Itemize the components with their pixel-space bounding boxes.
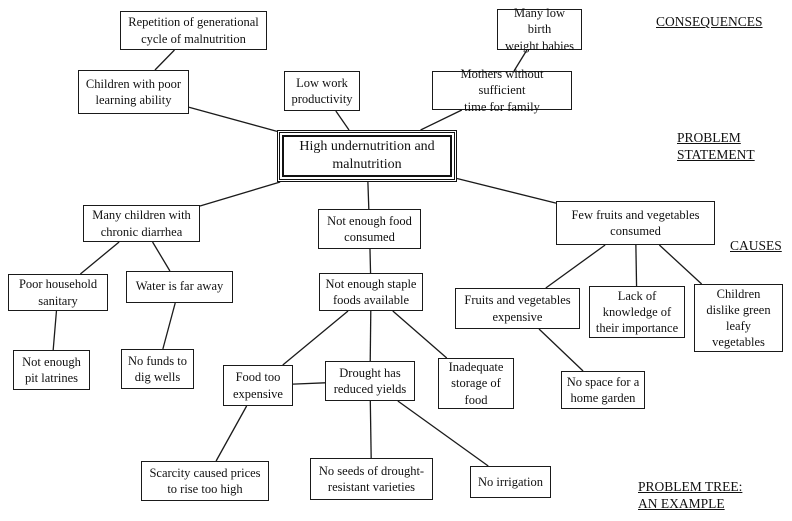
node-label: Fruits and vegetables expensive (464, 293, 571, 324)
node-label: Poor household sanitary (18, 277, 98, 308)
connector-drought-to-no-seeds (369, 400, 372, 459)
connector-chronic-diarrhea-to-water-far (152, 241, 171, 272)
node-label: High undernutrition and malnutrition (299, 138, 435, 172)
connector-poor-learning-to-core-problem (188, 106, 278, 132)
node-label: No space for a home garden (566, 374, 640, 405)
connector-core-problem-to-not-enough-food (367, 181, 370, 210)
node-low-birth-weight: Many low birth weight babies (497, 6, 582, 53)
node-label: Not enough staple foods available (325, 276, 417, 307)
node-storage: Inadequate storage of food (438, 358, 514, 409)
connector-food-expensive-to-scarcity-prices (215, 405, 248, 462)
node-no-funds-wells: No funds to dig wells (121, 349, 194, 389)
node-label: Drought has reduced yields (333, 365, 407, 396)
node-label: Few fruits and vegetables consumed (571, 207, 700, 238)
node-poor-learning: Children with poor learning ability (78, 70, 189, 114)
connector-few-fruits-veg-to-lack-knowledge (635, 244, 638, 287)
node-label: Not enough food consumed (327, 213, 412, 244)
diagram-title: PROBLEM TREE: AN EXAMPLE (638, 479, 743, 511)
connector-staple-foods-to-food-expensive (282, 310, 349, 366)
connector-core-problem-to-few-fruits-veg (456, 177, 557, 204)
node-food-expensive: Food too expensive (223, 365, 293, 406)
node-dislike-greens: Children dislike green leafy vegetables (694, 284, 783, 352)
section-label-causes: CAUSES (730, 238, 782, 253)
node-label: Many children with chronic diarrhea (92, 208, 191, 239)
connector-staple-foods-to-drought (369, 310, 372, 362)
node-low-productivity: Low work productivity (284, 71, 360, 111)
connector-core-problem-to-chronic-diarrhea (199, 181, 281, 207)
node-label: Mothers without sufficient time for fami… (460, 67, 544, 114)
section-label-problem-statement: PROBLEM STATEMENT (677, 130, 755, 162)
node-scarcity-prices: Scarcity caused prices to rise too high (141, 461, 269, 501)
node-few-fruits-veg: Few fruits and vegetables consumed (556, 201, 715, 245)
node-label: Low work productivity (291, 75, 353, 106)
node-chronic-diarrhea: Many children with chronic diarrhea (83, 205, 200, 242)
node-label: Children with poor learning ability (85, 76, 182, 107)
connector-water-far-to-no-funds-wells (162, 302, 176, 350)
node-label: Not enough pit latrines (22, 354, 81, 385)
connector-mothers-time-to-core-problem (420, 109, 463, 131)
node-no-irrigation: No irrigation (470, 466, 551, 498)
node-not-enough-food: Not enough food consumed (318, 209, 421, 249)
connector-low-birth-weight-to-mothers-time (513, 49, 528, 72)
node-poor-sanitary: Poor household sanitary (8, 274, 108, 311)
node-staple-foods: Not enough staple foods available (319, 273, 423, 311)
connector-staple-foods-to-storage (392, 310, 448, 359)
node-mothers-time: Mothers without sufficient time for fami… (432, 67, 572, 114)
node-label: Water is far away (135, 279, 224, 293)
connector-low-productivity-to-core-problem (335, 110, 350, 131)
node-repetition-cycle: Repetition of generational cycle of maln… (120, 11, 267, 50)
section-label-consequences: CONSEQUENCES (656, 14, 763, 29)
node-no-seeds: No seeds of drought- resistant varieties (310, 458, 433, 500)
connector-chronic-diarrhea-to-poor-sanitary (79, 241, 120, 275)
node-label: No irrigation (478, 474, 543, 489)
connector-repetition-cycle-to-poor-learning (154, 49, 175, 71)
node-pit-latrines: Not enough pit latrines (13, 350, 90, 390)
node-label: Many low birth weight babies (504, 6, 575, 53)
node-label: Food too expensive (233, 370, 283, 401)
node-fv-expensive: Fruits and vegetables expensive (455, 288, 580, 329)
connector-food-expensive-to-drought (292, 382, 326, 385)
node-no-garden-space: No space for a home garden (561, 371, 645, 409)
node-label: Repetition of generational cycle of maln… (128, 15, 259, 46)
connector-fv-expensive-to-no-garden-space (538, 328, 584, 372)
connector-few-fruits-veg-to-fv-expensive (545, 244, 606, 289)
connector-few-fruits-veg-to-dislike-greens (658, 244, 703, 285)
node-lack-knowledge: Lack of knowledge of their importance (589, 286, 685, 338)
node-label: Children dislike green leafy vegetables (706, 286, 771, 350)
connector-not-enough-food-to-staple-foods (369, 248, 372, 274)
node-label: No funds to dig wells (127, 353, 188, 384)
node-label: Lack of knowledge of their importance (595, 288, 679, 336)
node-label: No seeds of drought- resistant varieties (318, 463, 425, 494)
node-water-far: Water is far away (126, 271, 233, 303)
node-drought: Drought has reduced yields (325, 361, 415, 401)
connector-poor-sanitary-to-pit-latrines (52, 310, 58, 351)
node-label: Inadequate storage of food (448, 360, 504, 407)
connector-drought-to-no-irrigation (397, 400, 489, 467)
node-label: Scarcity caused prices to rise too high (149, 465, 261, 496)
core-problem-box: High undernutrition and malnutrition (277, 130, 457, 182)
